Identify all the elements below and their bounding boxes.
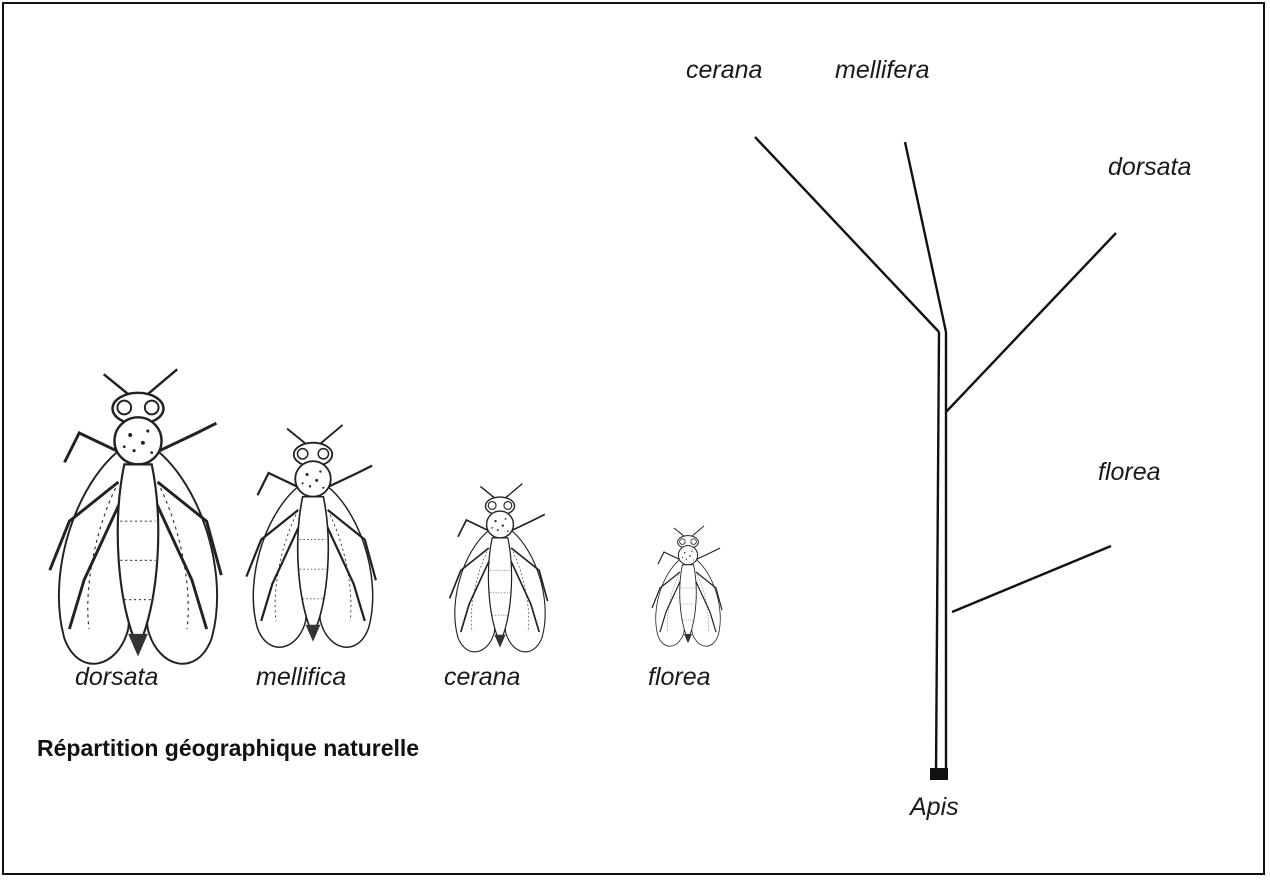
tree-label-mellifera: mellifera — [835, 58, 929, 83]
bee-mellifica-drawing — [246, 425, 376, 647]
label-cerana: cerana — [444, 665, 520, 690]
bee-cerana-drawing — [450, 484, 548, 652]
trunk-line-left — [936, 332, 939, 775]
branch-dorsata — [946, 233, 1116, 412]
label-florea: florea — [648, 665, 711, 690]
bee-dorsata-drawing — [50, 369, 222, 663]
tree-label-dorsata: dorsata — [1108, 155, 1191, 180]
tree-label-cerana: cerana — [686, 58, 762, 83]
bee-florea-drawing — [652, 526, 722, 646]
phylogenetic-tree — [755, 137, 1116, 780]
trunk-base — [930, 768, 948, 780]
label-mellifica: mellifica — [256, 665, 346, 690]
tree-root-label: Apis — [910, 795, 959, 820]
branch-florea — [952, 546, 1111, 612]
caption-title: Répartition géographique naturelle — [37, 735, 419, 762]
tree-label-florea: florea — [1098, 460, 1161, 485]
label-dorsata: dorsata — [75, 665, 158, 690]
